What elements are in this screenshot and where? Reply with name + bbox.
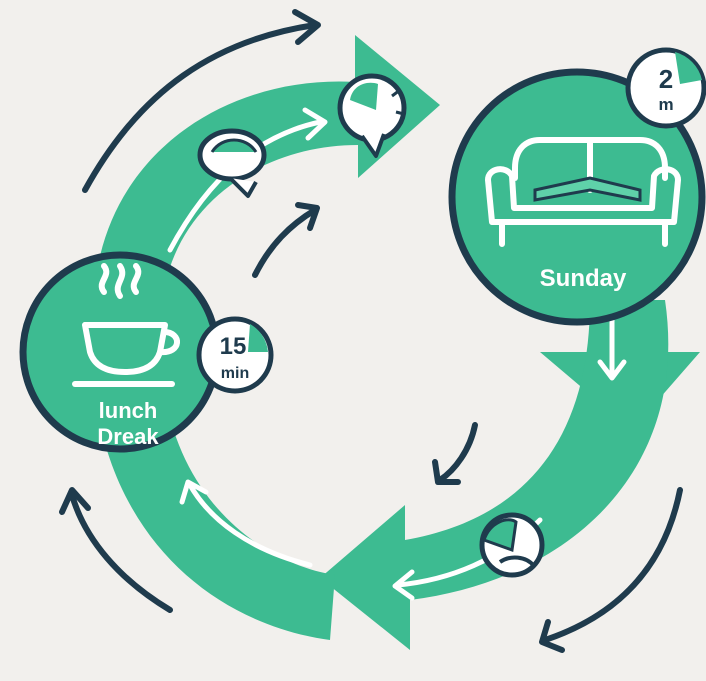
coffee-cup-icon xyxy=(72,263,180,387)
lunch-break-node: lunch Dreak xyxy=(19,251,221,453)
chat-bubble-icon xyxy=(337,73,407,158)
lunch-duration-badge: 15 min xyxy=(196,316,274,394)
sofa-book-icon xyxy=(485,137,681,247)
tea-pot-icon xyxy=(197,128,267,198)
sunday-duration-badge: 2 m xyxy=(625,47,706,129)
lunch-badge-value: 15 xyxy=(220,333,247,360)
outer-flow-arrows xyxy=(59,9,683,653)
book-icon xyxy=(533,176,642,202)
apple-icon xyxy=(479,512,545,578)
sunday-node: Sunday xyxy=(448,68,706,326)
sunday-badge-unit: m xyxy=(658,95,673,114)
sunday-label: Sunday xyxy=(540,265,627,292)
lunch-badge-unit: min xyxy=(221,365,249,382)
lunch-label-line1: lunch xyxy=(99,398,158,423)
sunday-badge-value: 2 xyxy=(659,64,673,94)
lower-cycle-arrow xyxy=(320,300,669,650)
lunch-label-line2: Dreak xyxy=(97,424,159,449)
